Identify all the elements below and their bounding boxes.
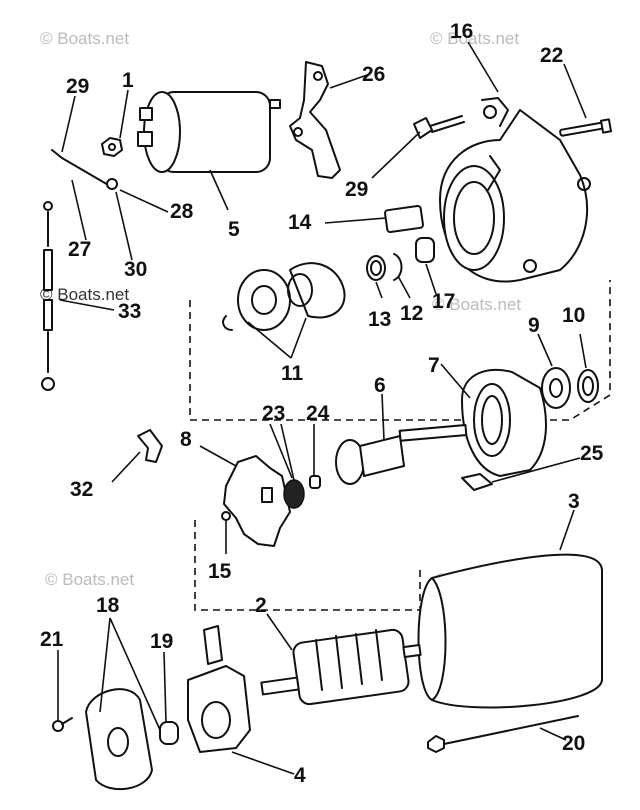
callout-19: 19 [150, 630, 173, 653]
callout-17: 17 [432, 290, 455, 313]
callout-26: 26 [362, 63, 385, 86]
callout-29-bottom: 29 [345, 178, 368, 201]
callout-14: 14 [288, 211, 312, 234]
clip-part-25 [461, 473, 493, 491]
washer-part-10 [577, 369, 599, 403]
ring-part-13 [366, 255, 386, 281]
callout-2: 2 [255, 594, 267, 617]
watermark-mid-right: © Boats.net [432, 295, 521, 314]
callout-labels: 29 1 5 26 16 22 29 14 13 12 17 11 9 10 7… [40, 20, 604, 787]
callout-7: 7 [428, 354, 440, 377]
washer-part-9 [541, 367, 571, 409]
clip-part-32 [137, 429, 163, 463]
callout-5: 5 [228, 218, 240, 241]
gear-housing-part-7 [461, 368, 547, 477]
callout-16: 16 [450, 20, 473, 43]
brush-part-14 [384, 204, 424, 234]
callout-22: 22 [540, 44, 563, 67]
bracket-part-26 [289, 61, 341, 179]
callout-1: 1 [122, 69, 134, 92]
solenoid [137, 91, 281, 173]
drive-housing-part-16 [439, 97, 591, 283]
washers [541, 367, 599, 409]
callout-23: 23 [262, 402, 285, 425]
callout-3: 3 [568, 490, 580, 513]
watermarks: © Boats.net © Boats.net © Boats.net © Bo… [40, 29, 524, 589]
armature-part-2 [260, 628, 422, 706]
callout-15: 15 [208, 560, 232, 583]
callout-6: 6 [374, 374, 386, 397]
callout-18: 18 [96, 594, 120, 617]
ball-part-15 [221, 511, 231, 521]
gear-plate-part-8 [223, 455, 291, 547]
callout-9: 9 [528, 314, 540, 337]
pin-part-24 [309, 475, 321, 489]
planet-gear-part-23 [283, 479, 305, 509]
watermark-top-right: © Boats.net [430, 29, 519, 48]
callout-28: 28 [170, 200, 194, 223]
callout-33: 33 [118, 300, 141, 323]
callout-29-top: 29 [66, 75, 89, 98]
callout-30: 30 [124, 258, 147, 281]
callout-11: 11 [281, 362, 304, 385]
watermark-bottom-left: © Boats.net [45, 570, 134, 589]
callout-25: 25 [580, 442, 604, 465]
small-rings [366, 237, 435, 281]
screw-part-21 [52, 717, 73, 732]
leader-lines [57, 41, 587, 775]
callout-4: 4 [294, 764, 306, 787]
long-bolt-part-20 [427, 715, 579, 753]
shaft-part-6 [335, 424, 468, 485]
through-bolt-part-22 [559, 118, 612, 137]
pinion-clutch-part-11 [222, 262, 346, 331]
frame-part-3 [417, 553, 603, 709]
callout-10: 10 [562, 304, 585, 327]
callout-8: 8 [180, 428, 192, 451]
callout-13: 13 [368, 308, 391, 331]
solenoid-terminal-top [139, 107, 153, 121]
watermark-mid-left: © Boats.net [40, 285, 129, 304]
callout-21: 21 [40, 628, 64, 651]
solenoid-terminal-bottom [137, 131, 153, 147]
end-cap-part-18 [85, 688, 153, 790]
bushing-part-17 [415, 237, 435, 263]
clip-part-12 [393, 253, 403, 281]
callout-32: 32 [70, 478, 93, 501]
callout-27: 27 [68, 238, 91, 261]
bushing-part-19 [159, 721, 179, 745]
callout-20: 20 [562, 732, 585, 755]
callout-24: 24 [306, 402, 330, 425]
nut-part-1 [101, 137, 123, 157]
watermark-top-left: © Boats.net [40, 29, 129, 48]
wiring-parts [41, 149, 118, 391]
callout-12: 12 [400, 302, 423, 325]
brush-holder-part-4 [187, 625, 251, 753]
bolt-part-29 [413, 115, 465, 139]
